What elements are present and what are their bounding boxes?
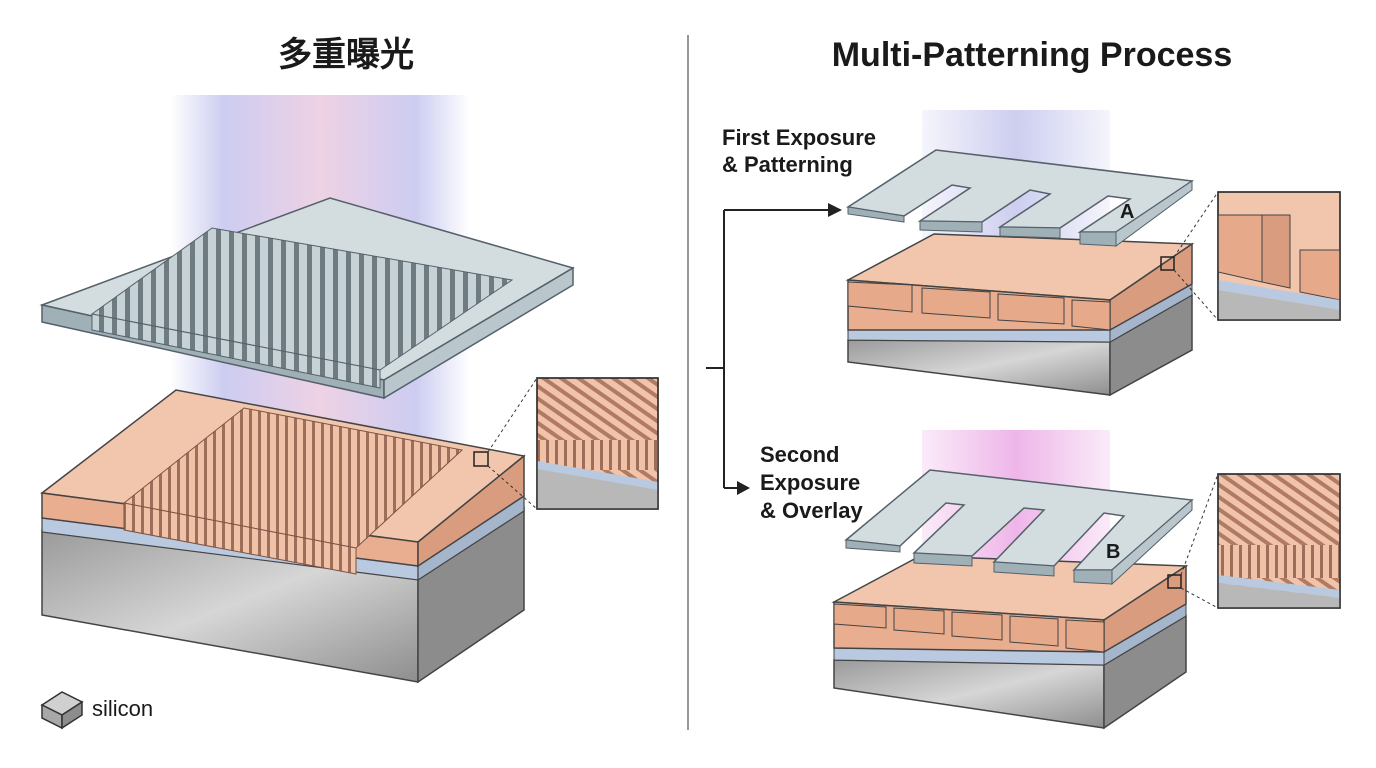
mask-a: A [845,149,1195,247]
left-panel: 多重曝光 [39,35,659,730]
right-title: Multi-Patterning Process [832,36,1233,74]
photomask-multi-slit [39,197,575,400]
patterned-lines-a [847,281,1111,331]
step-first-label: First Exposure & Patterning [722,125,882,177]
patterned-lines-b [833,603,1105,653]
legend-label: silicon [92,696,153,721]
left-title: 多重曝光 [278,35,414,75]
arrow-head-first [828,203,842,217]
legend-silicon: silicon [40,691,153,730]
zoom-inset-b [1180,473,1341,609]
zoom-marker-a [1160,256,1175,271]
right-panel: Multi-Patterning Process First Exposure … [706,36,1341,730]
step-second-label: Second Exposure & Overlay [760,442,866,523]
mask-b-label: B [1106,541,1120,563]
stack-first-exposure: A [845,110,1195,397]
mask-b: B [844,469,1194,586]
arrow-head-second [737,481,750,495]
zoom-marker-left [473,451,489,467]
zoom-inset-a [1173,191,1341,321]
mask-a-label: A [1120,201,1134,223]
stack-second-exposure: B [831,430,1194,730]
zoom-inset-left [487,377,659,510]
zoom-marker-b [1167,574,1182,589]
wafer-stack-left [40,389,526,684]
process-flow-arrows [706,203,842,495]
